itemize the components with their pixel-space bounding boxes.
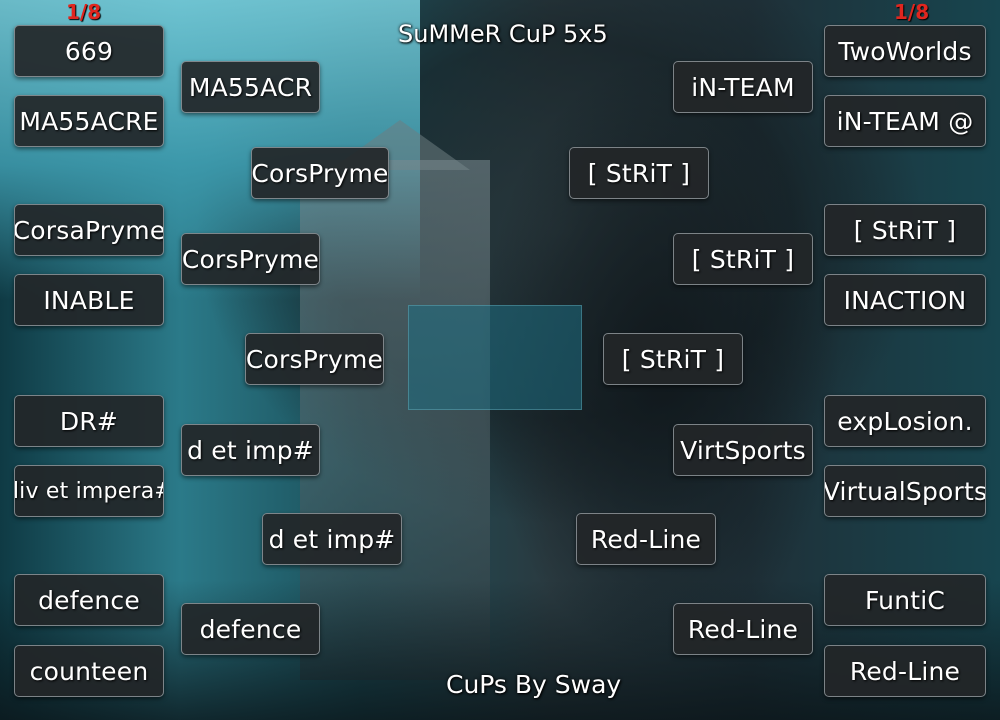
left-r2-slot-3: d et imp# [181,424,320,476]
right-r2-slot-1: iN-TEAM [673,61,813,113]
left-r2-slot-2: CorsPryme [181,233,320,285]
left-r1-slot-1: 669 [14,25,164,77]
right-r2-slot-4: Red-Line [673,603,813,655]
right-r1-slot-1: TwoWorlds [824,25,986,77]
left-r1-slot-7: defence [14,574,164,626]
left-r1-slot-3: CorsaPryme [14,204,164,256]
right-r2-slot-3: VirtSports [673,424,813,476]
center-panel [408,305,582,410]
footer-credit: CuPs By Sway [446,670,622,699]
right-r4-slot-1: [ StRiT ] [603,333,743,385]
left-r1-slot-4: INABLE [14,274,164,326]
left-r1-slot-2: MA55ACRE [14,95,164,147]
left-r2-slot-1: MA55ACR [181,61,320,113]
right-r1-slot-4: INACTION [824,274,986,326]
stage-label-right: 1/8 [894,0,930,24]
right-r1-slot-2: iN-TEAM @ [824,95,986,147]
right-r3-slot-2: Red-Line [576,513,716,565]
right-r2-slot-2: [ StRiT ] [673,233,813,285]
left-r3-slot-1: CorsPryme [251,147,389,199]
right-r1-slot-8: Red-Line [824,645,986,697]
left-r1-slot-5: DR# [14,395,164,447]
right-r1-slot-3: [ StRiT ] [824,204,986,256]
stage-label-left: 1/8 [66,0,102,24]
page-title: SuMMeR CuP 5x5 [398,20,608,48]
right-r1-slot-5: expLosion. [824,395,986,447]
left-r2-slot-4: defence [181,603,320,655]
left-r3-slot-2: d et imp# [262,513,402,565]
left-r1-slot-6: div et impera# [14,465,164,517]
right-r1-slot-7: FuntiC [824,574,986,626]
right-r3-slot-1: [ StRiT ] [569,147,709,199]
right-r1-slot-6: VirtualSports [824,465,986,517]
left-r4-slot-1: CorsPryme [245,333,384,385]
left-r1-slot-8: counteen [14,645,164,697]
